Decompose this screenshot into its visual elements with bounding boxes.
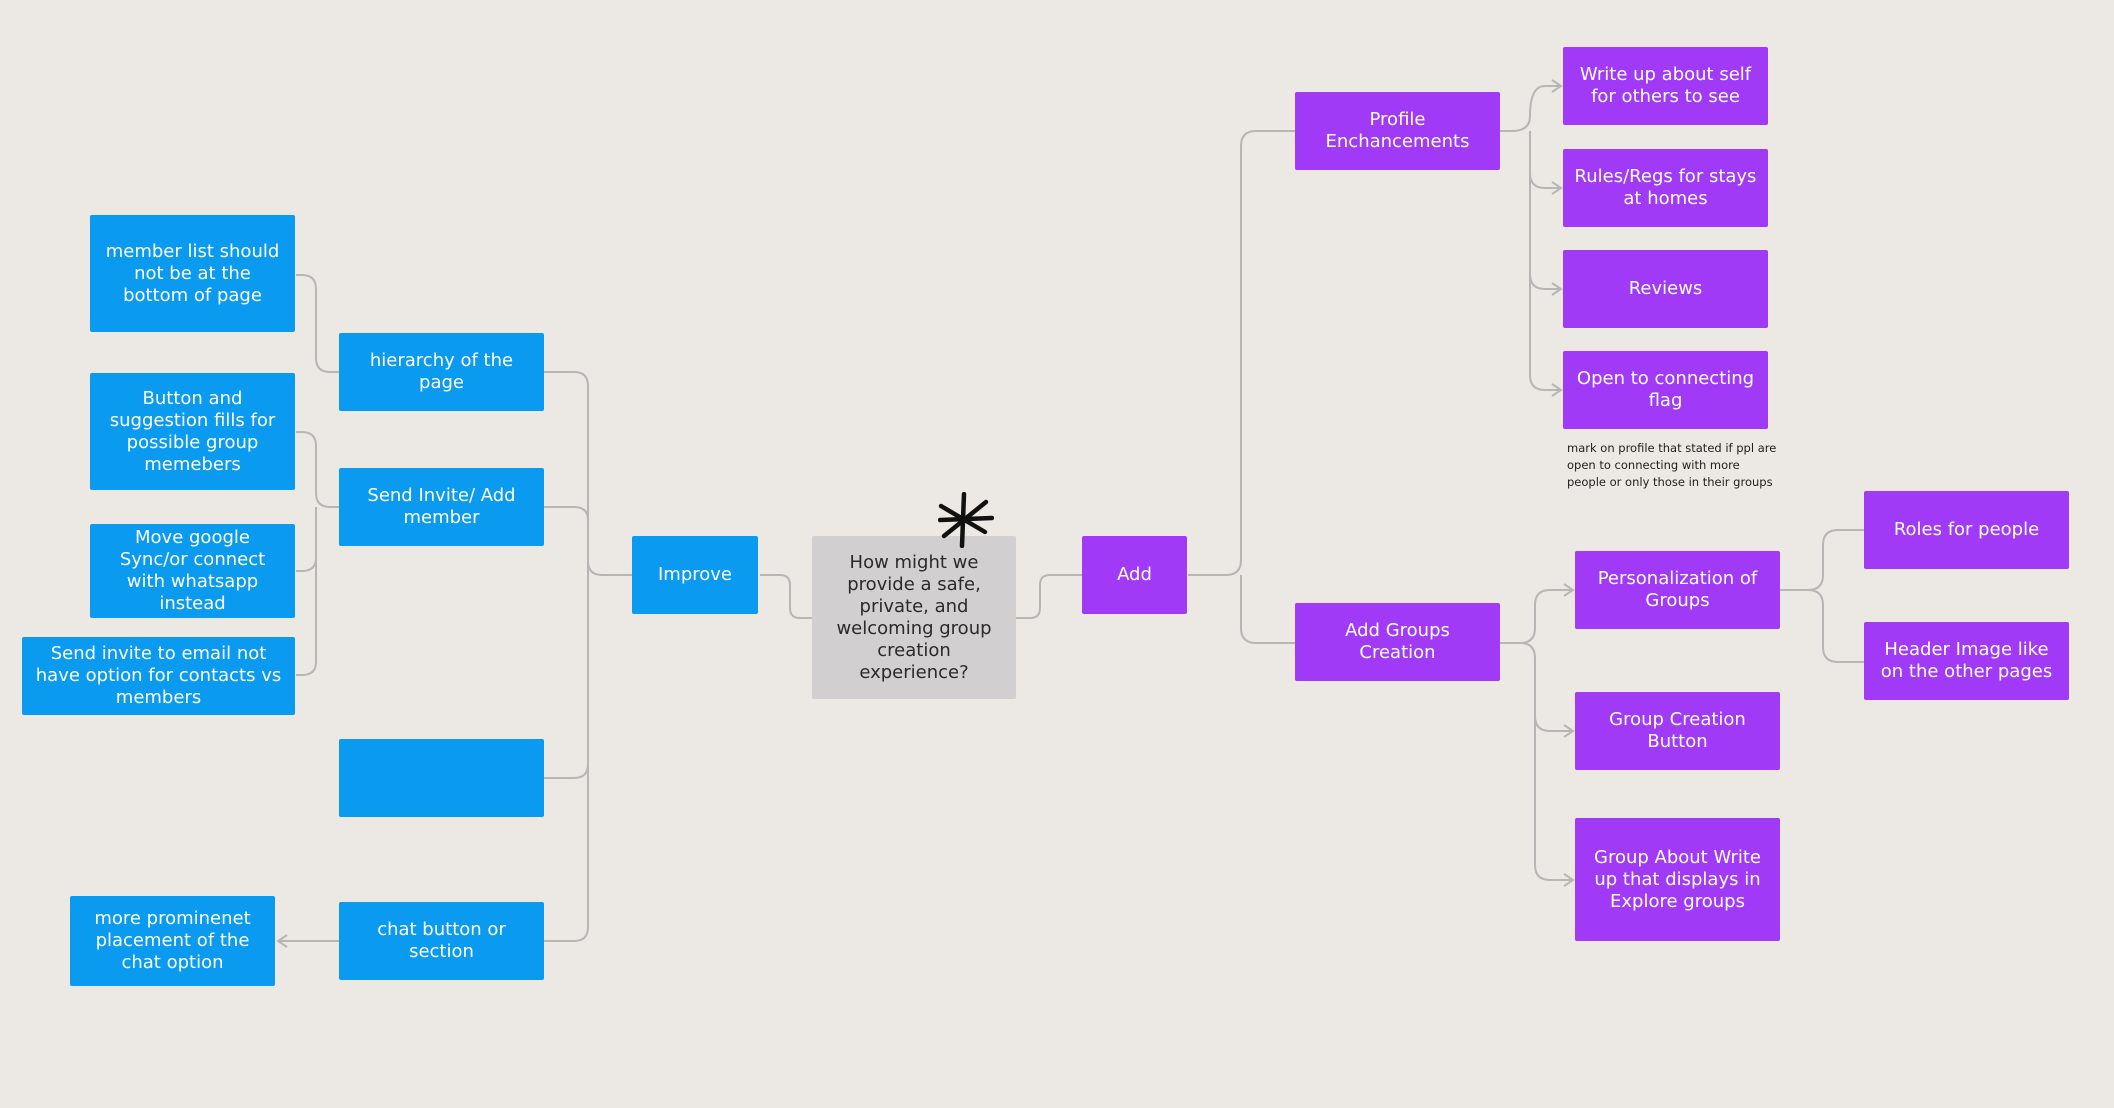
- add-node[interactable]: Add: [1082, 536, 1187, 614]
- connector-profile-item2: [1529, 131, 1563, 195]
- send-invite-node[interactable]: Send Invite/ Add member: [339, 468, 544, 546]
- connector-profile-item1: [1500, 79, 1563, 132]
- connector-improve-hierarchy: [544, 371, 632, 576]
- group-about-writeup-node[interactable]: Group About Write up that displays in Ex…: [1575, 818, 1780, 941]
- connector-groups-personalization: [1500, 583, 1575, 644]
- google-sync-idea-node[interactable]: Move google Sync/or connect with whatsap…: [90, 524, 295, 618]
- connector-personalization-roles: [1779, 523, 1876, 591]
- connector-groups-about: [1534, 716, 1575, 887]
- connector-hierarchy-idea: [296, 274, 339, 373]
- connector-improve-empty: [544, 575, 589, 779]
- connector-invite-idea2: [296, 507, 317, 572]
- connector-improve-invite: [544, 506, 589, 575]
- group-creation-button-node[interactable]: Group Creation Button: [1575, 692, 1780, 770]
- improve-node[interactable]: Improve: [632, 536, 758, 614]
- central-question-node[interactable]: How might we provide a safe, private, an…: [812, 536, 1016, 699]
- connector-profile-item4: [1529, 274, 1563, 397]
- suggestion-fills-idea-node[interactable]: Button and suggestion fills for possible…: [90, 373, 295, 490]
- open-to-connecting-note: mark on profile that stated if ppl are o…: [1567, 441, 1777, 489]
- rules-regs-node[interactable]: Rules/Regs for stays at homes: [1563, 149, 1768, 227]
- connector-invite-idea1: [296, 431, 339, 508]
- hierarchy-of-page-node[interactable]: hierarchy of the page: [339, 333, 544, 411]
- member-list-idea-node[interactable]: member list should not be at the bottom …: [90, 215, 295, 332]
- connector-profile-item3: [1529, 173, 1563, 296]
- asterisk-burst-icon[interactable]: [938, 492, 994, 548]
- chat-button-node[interactable]: chat button or section: [339, 902, 544, 980]
- connector-groups-button: [1519, 642, 1575, 738]
- connector-improve-chat: [544, 764, 589, 942]
- profile-enhancements-node[interactable]: Profile Enchancements: [1295, 92, 1500, 170]
- connector-add-profile: [1188, 130, 1295, 576]
- open-to-connecting-node[interactable]: Open to connecting flag: [1563, 351, 1768, 429]
- personalization-of-groups-node[interactable]: Personalization of Groups: [1575, 551, 1780, 629]
- connector-center-add: [1015, 574, 1082, 619]
- connector-invite-idea3: [296, 558, 317, 676]
- connector-center-improve: [760, 574, 812, 619]
- roles-for-people-node[interactable]: Roles for people: [1864, 491, 2069, 569]
- connector-personalization-header: [1807, 589, 1876, 669]
- write-up-self-node[interactable]: Write up about self for others to see: [1563, 47, 1768, 125]
- empty-node[interactable]: [339, 739, 544, 817]
- connector-add-groups: [1240, 575, 1295, 644]
- chat-placement-idea-node[interactable]: more prominenet placement of the chat op…: [70, 896, 275, 986]
- invite-email-idea-node[interactable]: Send invite to email not have option for…: [22, 637, 295, 715]
- reviews-node[interactable]: Reviews: [1563, 250, 1768, 328]
- add-groups-creation-node[interactable]: Add Groups Creation: [1295, 603, 1500, 681]
- header-image-node[interactable]: Header Image like on the other pages: [1864, 622, 2069, 700]
